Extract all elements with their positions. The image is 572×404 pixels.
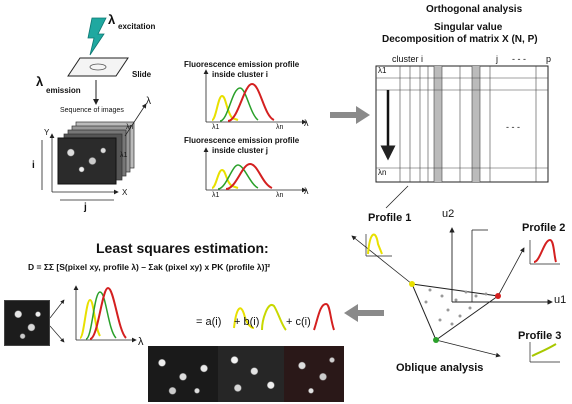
profile-j-tick-ln: λn	[276, 192, 284, 199]
profile-i-axis-lambda: λ	[304, 118, 309, 128]
term-a-label: = a(i)	[196, 316, 222, 328]
arrow-to-least-squares	[344, 304, 384, 322]
profile1-label: Profile 1	[368, 212, 412, 224]
svd-subtitle-2: Decomposition of matrix X (N, P)	[382, 34, 538, 45]
profile-i-tick-l1: λ1	[212, 124, 220, 131]
profile-j-tick-l1: λ1	[212, 192, 220, 199]
term-c-curve-icon	[313, 302, 335, 331]
profile3-label: Profile 3	[518, 330, 562, 342]
component-micrograph-c	[284, 346, 344, 402]
u2-label: u2	[442, 208, 455, 220]
emission-lambda: λ	[36, 74, 44, 89]
sequence-label: Sequence of images	[60, 107, 124, 114]
oblique-plot	[351, 227, 553, 358]
svd-col-p: p	[546, 54, 552, 64]
profile-chart-i	[203, 69, 307, 125]
axis-i-label: i	[32, 160, 35, 171]
axis-j-label: j	[84, 202, 87, 213]
profile1-curve-icon	[365, 233, 392, 257]
excitation-label: excitation	[118, 22, 156, 31]
profile-chart-j	[203, 147, 307, 193]
profile-i-tick-ln: λn	[276, 124, 284, 131]
svd-subtitle-1: Singular value	[434, 22, 503, 33]
profile-j-title-1: Fluorescence emission profile	[184, 136, 300, 145]
svd-col-cluster-i: cluster i	[392, 54, 424, 64]
chart-axis-lambda: λ	[138, 336, 144, 348]
profile-i-title-2: inside cluster i	[212, 70, 269, 79]
svd-inner-dashes: - - -	[506, 122, 520, 132]
svd-row-l1: λ1	[378, 66, 387, 75]
svd-col-dashes: - - -	[512, 54, 526, 64]
least-squares-formula: D = ΣΣ [S(pixel xy, profile λ) – Σak (pi…	[28, 262, 271, 272]
term-b-curve-icon	[261, 303, 287, 331]
svd-row-ln: λn	[378, 168, 387, 177]
svd-matrix	[375, 65, 549, 183]
profile-i-title-1: Fluorescence emission profile	[184, 60, 300, 69]
axis-x-label: X	[122, 188, 128, 197]
emission-label: emission	[46, 86, 81, 95]
excitation-lambda: λ	[108, 12, 116, 27]
profile3-curve-icon	[529, 342, 560, 363]
least-squares-title: Least squares estimation:	[96, 240, 269, 256]
oblique-title: Oblique analysis	[396, 362, 484, 374]
term-b-label: + b(i)	[234, 316, 260, 328]
arrow-to-svd	[330, 106, 370, 124]
profile2-label: Profile 2	[522, 222, 566, 234]
cube-lambda: λ	[146, 96, 151, 107]
profile-j-title-2: inside cluster j	[212, 146, 269, 155]
profile-j-axis-lambda: λ	[304, 186, 309, 196]
cube-lambda-n: λn	[126, 124, 134, 131]
stack-micrograph	[60, 140, 114, 182]
slide-icon	[67, 57, 129, 77]
svd-col-j: j	[496, 54, 498, 64]
lightning-bolt-icon	[87, 17, 107, 56]
orthogonal-title: Orthogonal analysis	[426, 4, 523, 15]
cube-lambda-1: λ1	[120, 152, 128, 159]
term-a-curve-icon	[233, 307, 255, 329]
component-micrograph-a	[148, 346, 218, 402]
profile2-curve-icon	[529, 238, 560, 265]
axis-y-label: Y	[44, 128, 50, 137]
component-micrograph-b	[218, 346, 284, 402]
small-micrograph	[4, 300, 50, 346]
slide-label: Slide	[132, 70, 152, 79]
least-squares-chart	[49, 285, 137, 343]
u1-label: u1	[554, 294, 567, 306]
term-c-label: + c(i)	[286, 316, 311, 328]
